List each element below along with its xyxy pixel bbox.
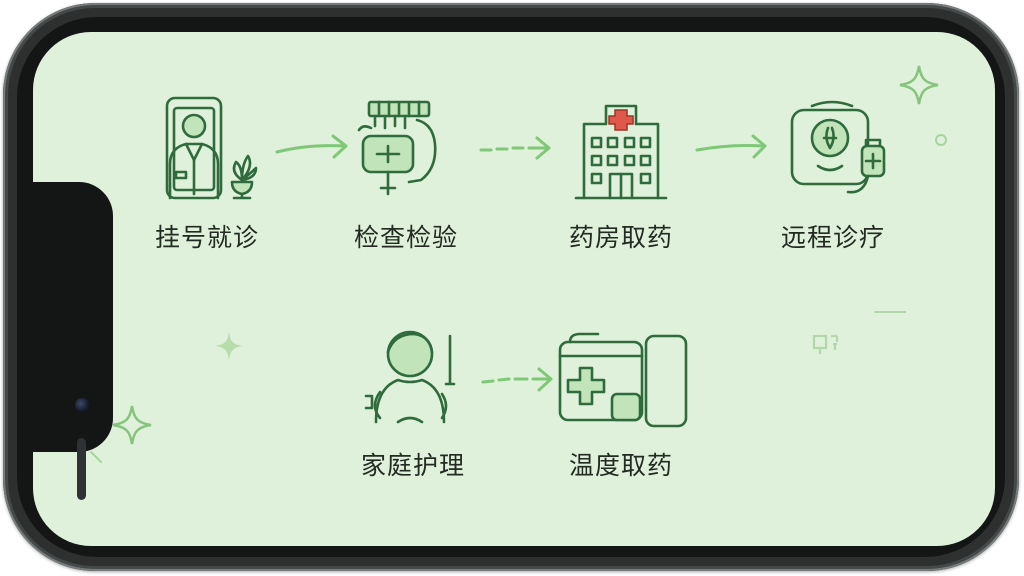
screen: 挂号就诊 检查检验 (33, 32, 995, 546)
circle-decoration-icon (935, 134, 947, 146)
medical-monitor-icon (790, 100, 886, 194)
camera-icon (75, 398, 89, 412)
sparkle-icon (112, 405, 152, 445)
hospital-icon (574, 104, 668, 200)
step-label: 远程诊疗 (780, 223, 885, 252)
doctor-icon (165, 96, 258, 200)
dash-decoration-icon (874, 311, 906, 313)
service-step-pharmacy[interactable]: 药房取药 (516, 94, 726, 254)
phone-notch (33, 182, 113, 500)
step-label: 家庭护理 (360, 451, 465, 480)
step-label: 温度取药 (568, 451, 673, 480)
service-step-home-care[interactable]: 家庭护理 (308, 322, 518, 482)
nurse-icon (364, 330, 456, 424)
step-label: 挂号就诊 (154, 223, 259, 252)
step-label: 检查检验 (353, 223, 458, 252)
dash-decoration-icon (90, 451, 102, 463)
service-step-medication[interactable]: 温度取药 (516, 322, 726, 482)
arrow-right-icon (479, 136, 551, 160)
arrow-right-icon (695, 134, 767, 159)
step-label: 药房取药 (568, 223, 673, 252)
sparkle-icon (899, 65, 939, 105)
service-step-examination[interactable]: 检查检验 (301, 94, 511, 254)
arrow-right-icon (481, 367, 553, 392)
sparkle-icon (215, 332, 243, 360)
service-step-registration[interactable]: 挂号就诊 (102, 94, 312, 254)
service-step-telemedicine[interactable]: 远程诊疗 (728, 94, 938, 254)
test-tube-rack-icon (357, 100, 437, 196)
speaker-grille (77, 438, 86, 500)
medical-card-phone-icon (558, 332, 688, 428)
arrow-right-icon (275, 134, 348, 159)
faded-icon (811, 328, 845, 358)
